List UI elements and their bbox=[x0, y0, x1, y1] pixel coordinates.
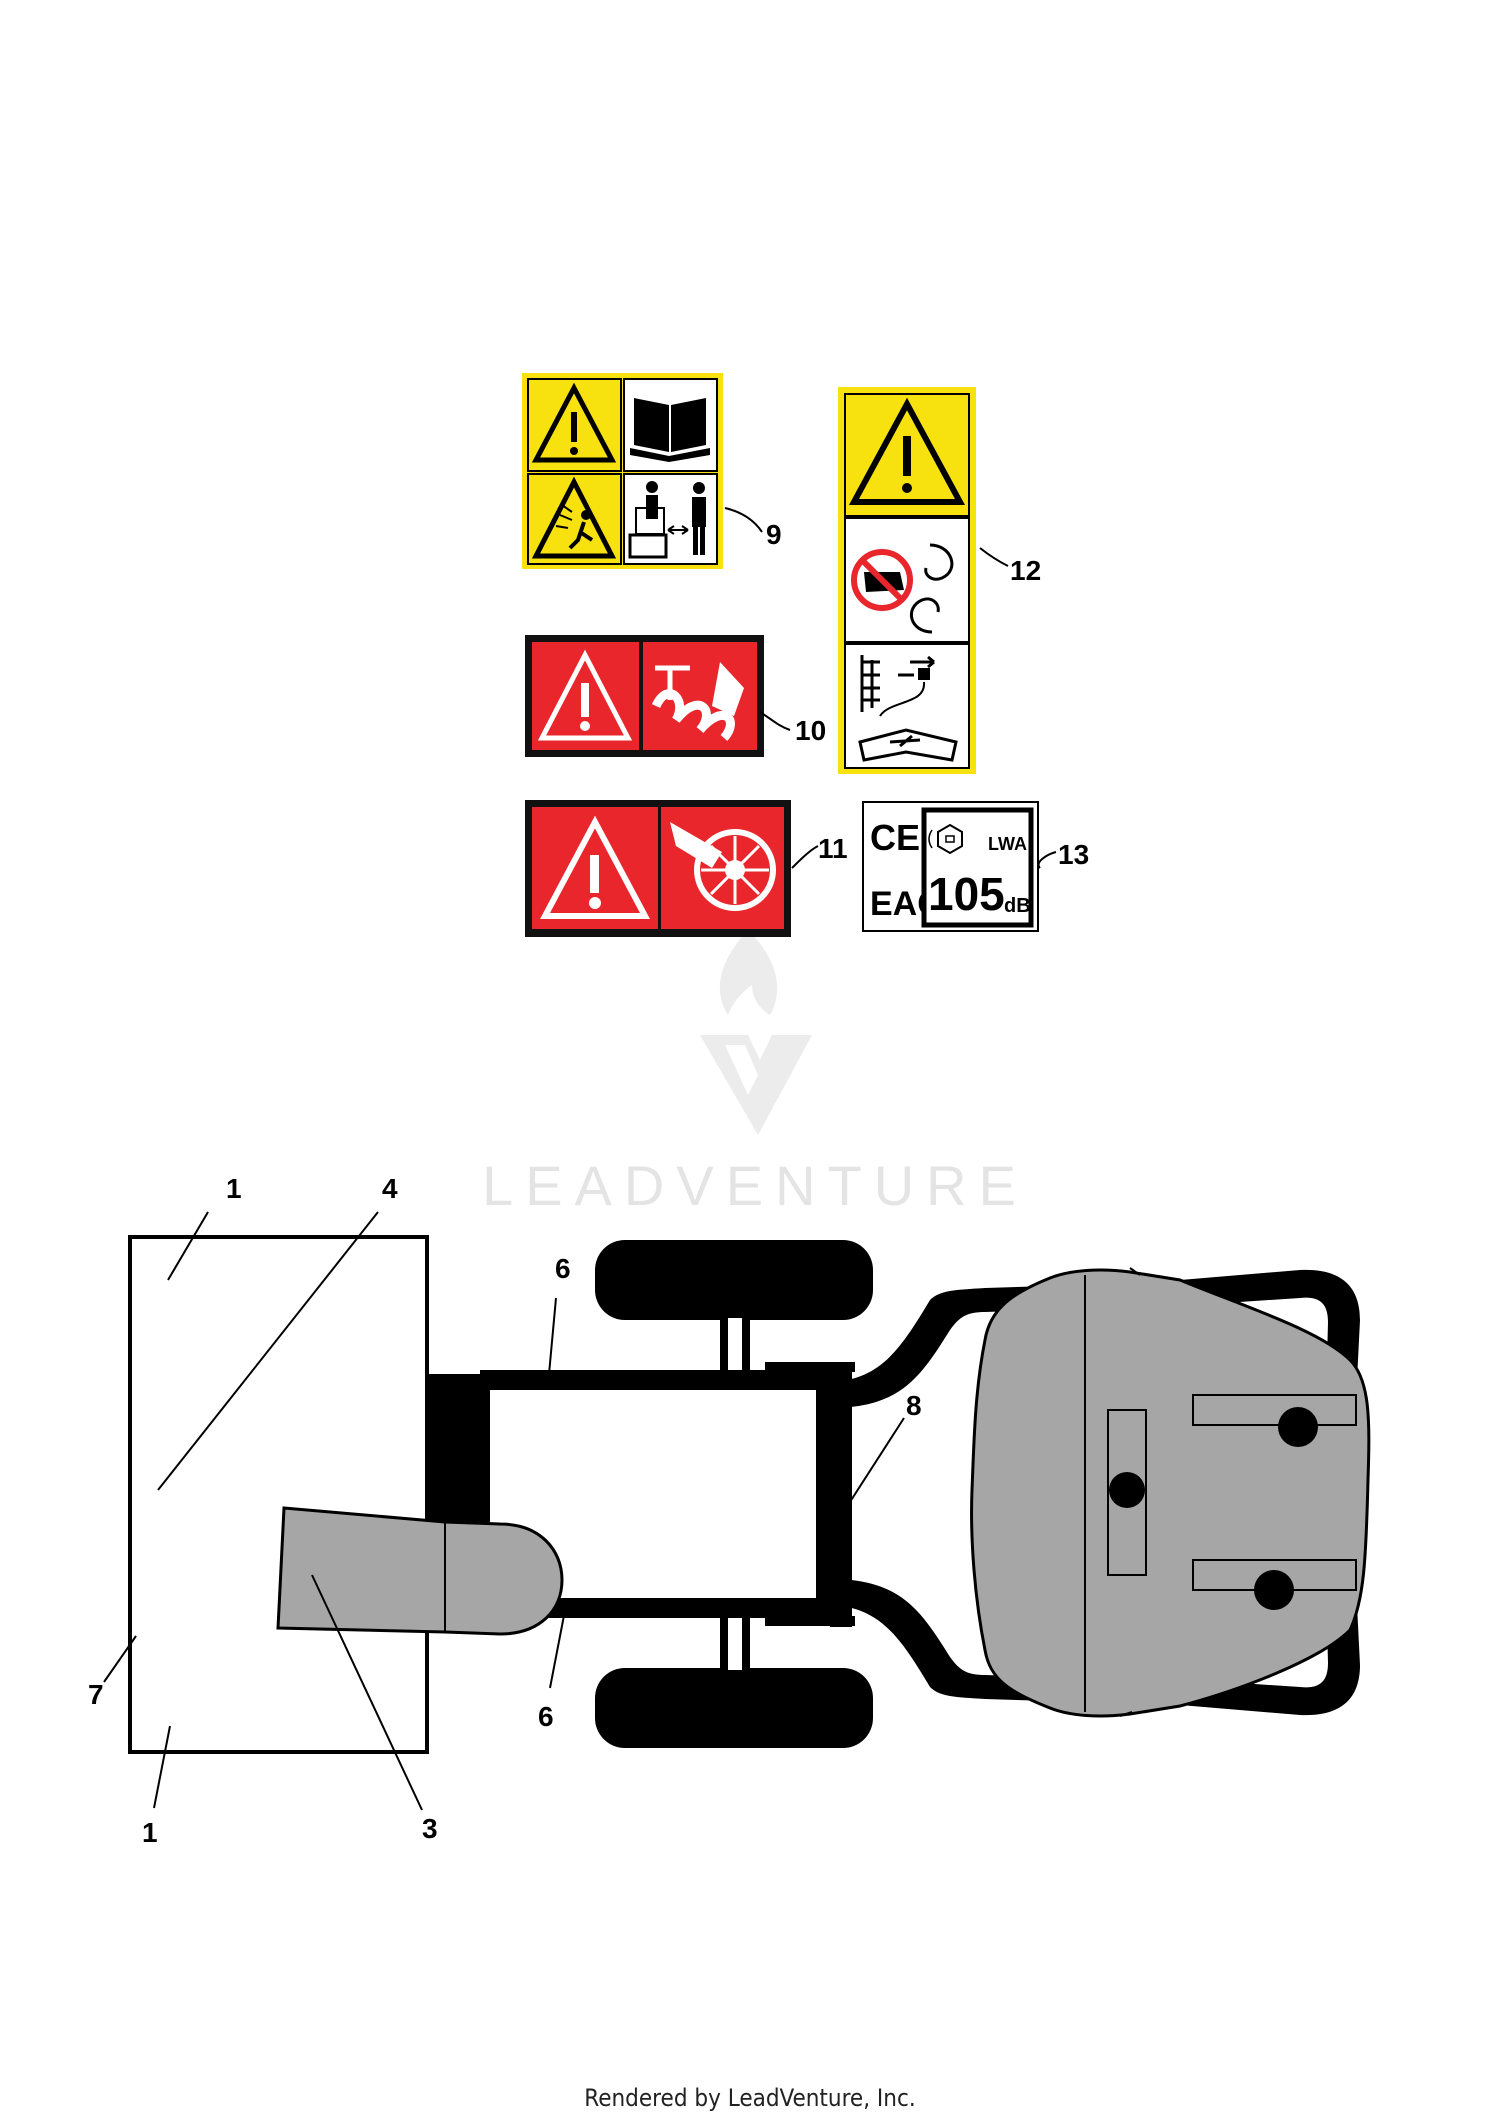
callout-6-top: 6 bbox=[555, 1253, 571, 1284]
label-10 bbox=[525, 635, 764, 757]
label-13: CE EAC LWA 105 dB bbox=[862, 801, 1039, 932]
warning-triangle-icon bbox=[848, 397, 966, 505]
watermark-text: LEADVENTURE bbox=[482, 1154, 1028, 1217]
callout-1-bottom: 1 bbox=[142, 1817, 158, 1848]
thrown-objects-warning-icon bbox=[531, 476, 617, 559]
engine-housing bbox=[970, 1268, 1371, 1718]
callout-3: 3 bbox=[422, 1813, 438, 1844]
impeller-hand-hazard-icon bbox=[670, 822, 776, 911]
ce-mark: CE bbox=[870, 817, 920, 858]
handle-bottom bbox=[830, 1579, 1050, 1701]
sound-level-unit: dB bbox=[1004, 895, 1031, 917]
machine-callouts bbox=[103, 1211, 905, 1811]
warning-triangle-icon bbox=[540, 815, 650, 919]
control-knob-center bbox=[1109, 1472, 1145, 1508]
control-slot-top bbox=[1192, 1394, 1357, 1426]
label-12 bbox=[838, 387, 976, 774]
callout-13: 13 bbox=[1058, 839, 1089, 870]
control-knob-bottom bbox=[1254, 1570, 1294, 1610]
service-manual-icon bbox=[858, 728, 958, 762]
disconnect-spark-plug-icon bbox=[860, 655, 935, 717]
wheel-bottom bbox=[595, 1668, 873, 1748]
auger-hand-hazard-icon bbox=[651, 662, 744, 741]
label-9 bbox=[522, 373, 723, 569]
callout-12: 12 bbox=[1010, 555, 1041, 586]
snow-blower-top-view bbox=[128, 1235, 1371, 1754]
callout-11: 11 bbox=[818, 833, 848, 864]
callout-7: 7 bbox=[88, 1679, 104, 1710]
callout-9: 9 bbox=[766, 519, 782, 550]
callout-6-bottom: 6 bbox=[538, 1701, 554, 1732]
warning-triangle-icon bbox=[537, 649, 633, 741]
read-manual-icon bbox=[630, 398, 710, 462]
callout-1-top: 1 bbox=[226, 1173, 242, 1204]
bystander-distance-icon bbox=[628, 481, 706, 559]
lwa-text: LWA bbox=[988, 834, 1027, 854]
control-knob-top bbox=[1278, 1407, 1318, 1447]
discharge-chute bbox=[276, 1506, 564, 1636]
handle-top bbox=[830, 1286, 1050, 1408]
warning-triangle-icon bbox=[531, 382, 617, 463]
footer-credit: Rendered by LeadVenture, Inc. bbox=[584, 2084, 916, 2112]
callout-10: 10 bbox=[795, 715, 826, 746]
wheel-top bbox=[595, 1240, 873, 1320]
callout-4: 4 bbox=[382, 1173, 398, 1204]
callout-8: 8 bbox=[906, 1390, 922, 1421]
watermark-logo: LEADVENTURE bbox=[482, 930, 1028, 1217]
no-hands-rotating-parts-icon bbox=[851, 543, 954, 634]
sound-power-icon bbox=[928, 823, 963, 855]
label-11 bbox=[525, 800, 791, 937]
sound-level-value: 105 bbox=[928, 868, 1005, 920]
label-callouts bbox=[724, 507, 1057, 869]
auger-housing bbox=[128, 1235, 429, 1754]
